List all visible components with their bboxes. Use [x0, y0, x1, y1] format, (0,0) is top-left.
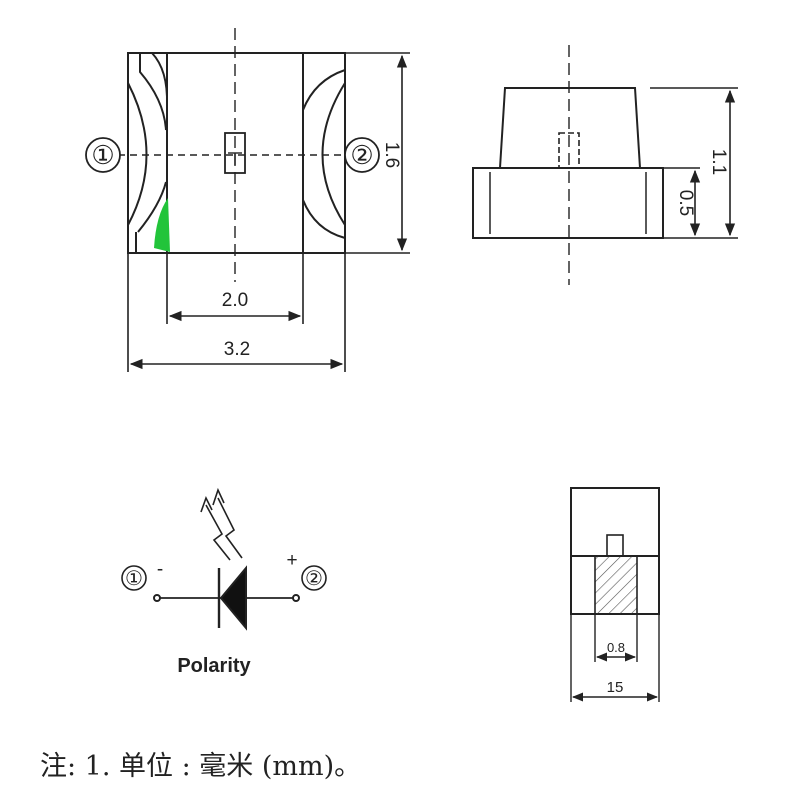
- left-terminal-outline: [135, 53, 167, 253]
- plus-sign: +: [286, 550, 297, 571]
- dim-label-2-0: 2.0: [222, 290, 248, 311]
- light-arrow-right-icon: [217, 497, 243, 559]
- diode-triangle: [219, 565, 247, 631]
- pad-view-die: [606, 534, 624, 557]
- top-pin-left-circle: [85, 137, 121, 173]
- units-note: 注: 1. 单位 : 毫米 (mm)。: [40, 751, 361, 782]
- top-pin-right-circle: [344, 137, 380, 173]
- right-terminal-outline: [321, 82, 346, 226]
- symbol-pin-left-label: ①: [125, 566, 143, 590]
- top-pin-left-label: ①: [91, 141, 114, 171]
- dim-label-1-6: 1.6: [381, 142, 402, 168]
- minus-sign: -: [157, 559, 163, 580]
- top-pin-right-label: ②: [350, 141, 373, 171]
- polarity-caption: Polarity: [177, 655, 251, 677]
- dim-label-15: 15: [607, 679, 624, 696]
- dim-label-3-2: 3.2: [224, 339, 250, 360]
- top-view: [118, 28, 410, 372]
- polarity-symbol: [153, 487, 300, 631]
- side-view-base: [472, 167, 664, 239]
- pad-view-hatched-area: [594, 555, 638, 615]
- symbol-pin-right-label: ②: [305, 566, 323, 590]
- light-arrow-left-icon: [205, 504, 231, 561]
- cathode-mark: [154, 198, 170, 252]
- side-view: [472, 45, 738, 285]
- top-view-die: [224, 132, 246, 174]
- dim-label-0-8: 0.8: [607, 640, 625, 655]
- dim-label-1-1: 1.1: [708, 149, 729, 175]
- dim-label-0-5: 0.5: [675, 190, 696, 216]
- side-view-lens: [499, 87, 641, 169]
- pad-view: [570, 487, 660, 702]
